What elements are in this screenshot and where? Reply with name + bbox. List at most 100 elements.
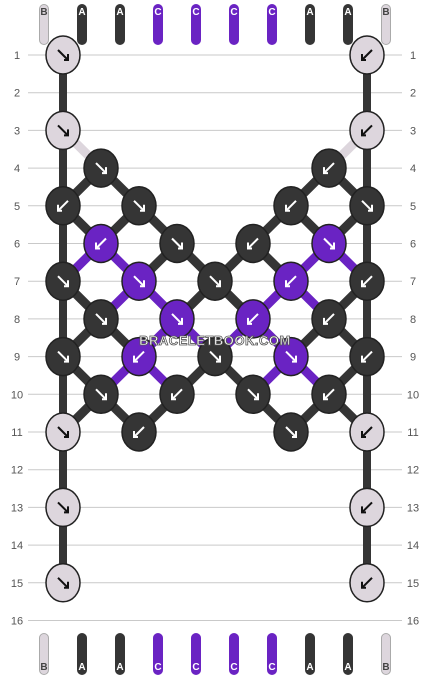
knot-arrow-icon [285, 426, 297, 438]
knot-arrow-icon [285, 200, 297, 212]
knot [83, 299, 119, 339]
knot-arrow-icon [361, 426, 373, 438]
knot-arrow-icon [95, 237, 107, 250]
knot-arrow-icon [323, 237, 335, 250]
knot-arrow-head [216, 355, 221, 363]
row-label: 7 [410, 276, 416, 288]
knot [349, 487, 385, 528]
string-end-label: A [306, 7, 313, 18]
knot-arrow-head [361, 506, 366, 514]
knot [45, 110, 81, 151]
string-end-label: A [116, 662, 123, 673]
knot-arrow-icon [209, 275, 221, 287]
knot-arrow-head [64, 581, 69, 589]
row-label: 2 [410, 88, 416, 100]
string-end-label: B [382, 662, 389, 673]
row-label: 16 [11, 616, 23, 628]
row-label: 5 [14, 201, 20, 213]
knot-arrow-icon [361, 49, 373, 61]
knot [197, 336, 233, 377]
knot [311, 299, 347, 339]
row-label: 12 [407, 465, 419, 477]
knot-arrow-head [102, 167, 107, 175]
knot-arrow-head [216, 280, 221, 288]
string-end-label: C [268, 662, 275, 673]
knot-arrow-icon [95, 162, 107, 174]
knot-arrow-head [361, 280, 366, 288]
knot [349, 412, 385, 452]
row-label: 9 [410, 352, 416, 364]
knot-arrow-icon [171, 237, 183, 250]
knot-arrow-head [361, 431, 366, 438]
knot [45, 35, 81, 75]
row-label: 7 [14, 276, 20, 288]
knot [121, 336, 157, 377]
knot [121, 261, 157, 301]
knot [121, 412, 157, 452]
string-end-label: C [192, 7, 199, 18]
string-end-label: B [382, 7, 389, 18]
knot-arrow-head [285, 204, 290, 212]
knot-arrow-icon [57, 275, 69, 287]
knot-arrow-head [361, 355, 366, 363]
string-end-label: A [78, 662, 85, 673]
knot [311, 374, 347, 415]
knot-arrow-icon [95, 313, 107, 325]
row-label: 6 [410, 239, 416, 251]
string-end-label: C [230, 7, 237, 18]
knot-arrow-head [361, 581, 366, 589]
knot [273, 186, 309, 226]
knot-arrow-head [140, 280, 145, 288]
row-label: 8 [410, 314, 416, 326]
knot-arrow-head [64, 506, 69, 514]
knot [45, 563, 81, 603]
row-label: 10 [11, 389, 23, 401]
knot-arrow-icon [95, 388, 107, 401]
knot-arrow-head [361, 54, 366, 61]
knot-arrow-head [323, 393, 328, 401]
knot-arrow-icon [361, 200, 373, 212]
knot-arrow-icon [171, 313, 183, 325]
row-label: 14 [11, 540, 23, 552]
knot [45, 412, 81, 452]
row-label: 11 [407, 427, 418, 439]
string-end-label: C [230, 662, 237, 673]
string-end-label: C [154, 7, 161, 18]
row-label: 11 [11, 427, 22, 439]
row-label: 1 [410, 50, 416, 62]
knot [83, 374, 119, 415]
knot-arrow-icon [247, 313, 259, 325]
knot-arrow-head [64, 54, 69, 61]
knot-arrow-head [64, 129, 69, 137]
knot [349, 336, 385, 377]
row-label: 10 [407, 389, 419, 401]
string-end-label: A [78, 7, 85, 18]
row-label: 1 [14, 50, 20, 62]
knot-arrow-head [57, 204, 62, 212]
knot-arrow-head [368, 204, 373, 212]
knot-arrow-head [133, 431, 138, 438]
knot [45, 186, 81, 226]
knot-arrow-head [292, 355, 297, 363]
knot-arrow-icon [361, 275, 373, 287]
row-label: 16 [407, 616, 419, 628]
knot-arrow-icon [361, 501, 373, 514]
watermark: BRACELETBOOK.COM [139, 333, 291, 348]
knot-arrow-icon [285, 275, 297, 287]
row-label: 5 [410, 201, 416, 213]
row-label: 4 [410, 163, 416, 175]
knot [83, 223, 119, 264]
string-end-label: A [116, 7, 123, 18]
string-end-label: A [306, 662, 313, 673]
knot-arrow-head [292, 431, 297, 438]
knot-arrow-head [64, 280, 69, 288]
knot-arrow-head [95, 242, 100, 250]
knot [349, 261, 385, 301]
row-label: 9 [14, 352, 20, 364]
row-label: 3 [14, 125, 20, 137]
knot [349, 35, 385, 75]
knot [273, 412, 309, 452]
knot-arrow-icon [57, 49, 69, 61]
